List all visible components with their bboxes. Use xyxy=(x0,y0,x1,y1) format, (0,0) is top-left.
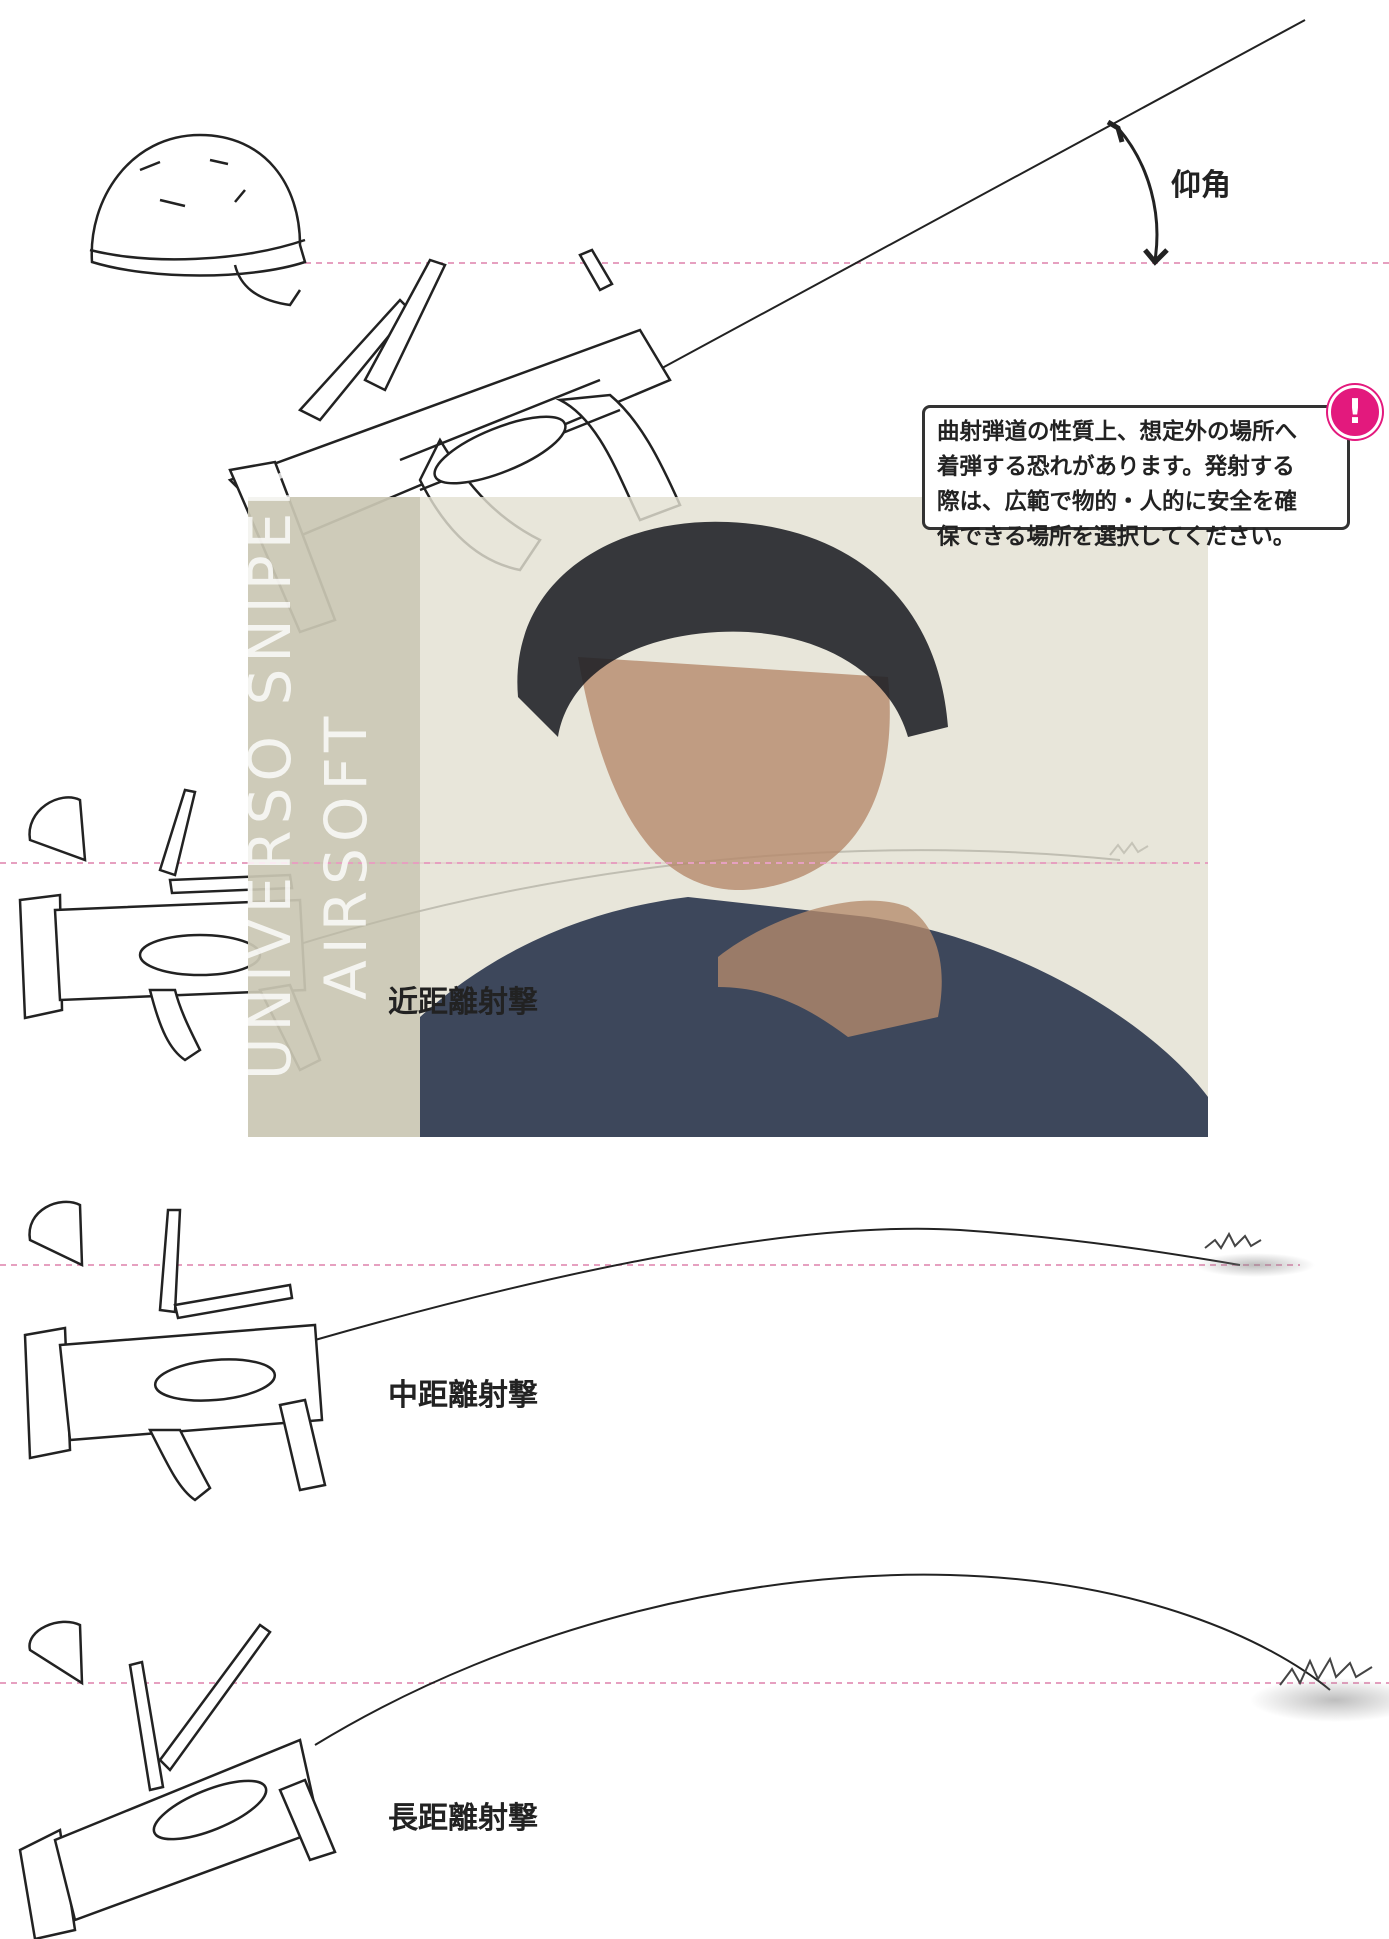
soldier-helmet xyxy=(517,521,948,737)
soldier-photo xyxy=(420,521,1208,1137)
caution-line-3: 際は、広範で物的・人的に安全を確 xyxy=(937,489,1298,515)
launcher-drawing-4 xyxy=(18,1620,337,1939)
watermark-strip xyxy=(248,497,420,1137)
impact-dust-long xyxy=(1250,1678,1389,1722)
exclamation-icon: ! xyxy=(1328,385,1382,439)
trajectory-mid xyxy=(314,1227,1241,1341)
caution-line-1: 曲射弾道の性質上、想定外の場所へ xyxy=(937,419,1298,445)
helmet-icon xyxy=(89,133,307,307)
elevation-arrow-icon xyxy=(1106,119,1169,266)
impact-burst-mid xyxy=(1204,1231,1262,1250)
launcher-drawing-3 xyxy=(23,1200,327,1502)
soldier-hand xyxy=(718,900,942,1037)
short-range-label: 近距離射撃 xyxy=(388,985,538,1020)
caution-note: 曲射弾道の性質上、想定外の場所へ 着弾する恐れがあります。発射する 際は、広範で… xyxy=(922,405,1350,550)
caution-line-2: 着弾する恐れがあります。発射する xyxy=(937,454,1295,480)
sight-line xyxy=(639,19,1306,381)
scene-mid-range xyxy=(0,1200,1315,1502)
caution-line-4: 保できる場所を選択してください。 xyxy=(937,524,1296,550)
impact-dust-mid xyxy=(1195,1253,1315,1277)
elevation-angle-label: 仰角 xyxy=(1171,168,1231,203)
watermark-line-1: UNIVERSO SNIPER xyxy=(232,460,308,1080)
long-range-label: 長距離射撃 xyxy=(388,1801,538,1836)
mid-range-label: 中距離射撃 xyxy=(388,1378,538,1413)
soldier-body xyxy=(420,897,1208,1137)
scene-long-range xyxy=(0,1573,1389,1939)
trajectory-long xyxy=(314,1573,1331,1746)
watermark-line-2: AIRSOFT xyxy=(308,711,384,1080)
overlay-photo-panel xyxy=(248,497,1208,1137)
impact-burst-long xyxy=(1279,1656,1373,1686)
soldier-face xyxy=(578,657,890,891)
